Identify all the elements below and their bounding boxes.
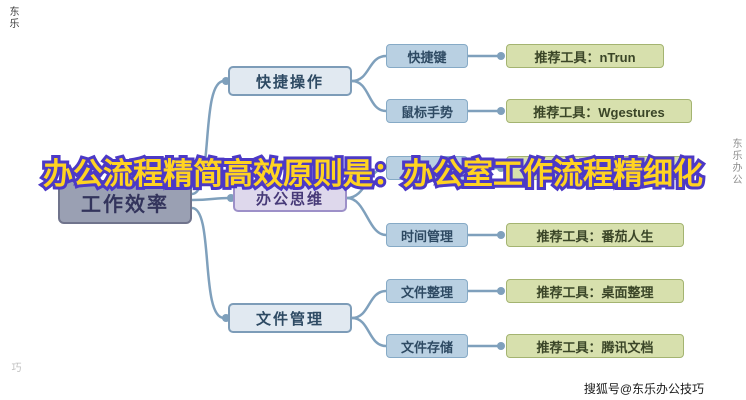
leaf-node-tool-ntrun: 推荐工具：nTrun	[506, 44, 664, 68]
child-node-mouse-gestures: 鼠标手势	[386, 99, 468, 123]
branch-node-quick-actions: 快捷操作	[228, 66, 352, 96]
leaf-node-tool-desktop-organizer: 推荐工具：桌面整理	[506, 279, 684, 303]
leaf-node-tool-wgestures: 推荐工具：Wgestures	[506, 99, 692, 123]
headline-overlay-text: 办公流程精简高效原则是：办公室工作流程精细化	[40, 154, 706, 195]
watermark-top-left: 东乐	[7, 6, 18, 30]
leaf-node-tool-tencent-docs: 推荐工具：腾讯文档	[506, 334, 684, 358]
root-node-work-efficiency: 工作效率	[58, 180, 192, 224]
leaf-node-tool-tomato-life: 推荐工具：番茄人生	[506, 223, 684, 247]
child-node-shortcut-keys: 快捷键	[386, 44, 468, 68]
child-node-obscured	[386, 156, 468, 180]
branch-node-office-thinking: 办公思维	[233, 184, 347, 212]
child-node-file-storage: 文件存储	[386, 334, 468, 358]
branch-node-file-management: 文件管理	[228, 303, 352, 333]
watermark-right: 东乐办公	[730, 138, 741, 186]
watermark-bottom-left: 巧	[9, 362, 20, 374]
leaf-node-tool-obscured	[506, 156, 686, 180]
child-node-file-organizing: 文件整理	[386, 279, 468, 303]
source-credit: 搜狐号@东乐办公技巧	[583, 382, 704, 396]
child-node-time-management: 时间管理	[386, 223, 468, 247]
